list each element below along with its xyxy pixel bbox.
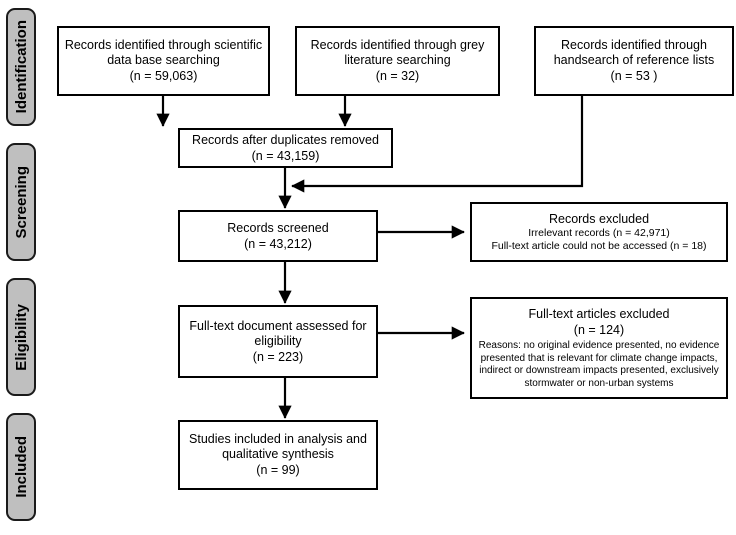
stage-tab-identification: Identification xyxy=(6,8,36,126)
node-grey-literature-search-count: (n = 32) xyxy=(375,69,420,83)
stage-tab-label-included: Included xyxy=(12,436,30,498)
node-duplicates-removed-title: Records after duplicates removed xyxy=(192,132,379,147)
node-studies-included-count: (n = 99) xyxy=(256,463,300,477)
node-fulltext-excluded: Full-text articles excluded (n = 124) Re… xyxy=(470,297,728,399)
node-grey-literature-search-title: Records identified through grey literatu… xyxy=(310,38,485,67)
node-fulltext-excluded-reasons: Reasons: no original evidence presented,… xyxy=(478,340,720,389)
node-records-screened-count: (n = 43,212) xyxy=(244,236,312,251)
node-studies-included: Studies included in analysis and qualita… xyxy=(178,420,378,490)
node-records-excluded-line1: Irrelevant records (n = 42,971) xyxy=(528,227,670,239)
node-handsearch-title: Records identified through handsearch of… xyxy=(553,38,715,67)
node-fulltext-assessed-title: Full-text document assessed for eligibil… xyxy=(189,318,367,348)
node-database-search-title: Records identified through scientific da… xyxy=(64,38,263,67)
node-fulltext-assessed-count: (n = 223) xyxy=(252,349,304,364)
node-grey-literature-search: Records identified through grey literatu… xyxy=(295,26,500,96)
stage-tab-label-screening: Screening xyxy=(12,165,30,239)
node-fulltext-excluded-count: (n = 124) xyxy=(573,323,625,337)
node-studies-included-title: Studies included in analysis and qualita… xyxy=(189,432,367,461)
stage-tab-screening: Screening xyxy=(6,143,36,261)
node-fulltext-excluded-title: Full-text articles excluded xyxy=(528,307,670,321)
node-handsearch-count: (n = 53 ) xyxy=(610,69,658,83)
node-records-screened: Records screened (n = 43,212) xyxy=(178,210,378,262)
node-handsearch: Records identified through handsearch of… xyxy=(534,26,734,96)
stage-tab-label-eligibility: Eligibility xyxy=(12,303,30,371)
node-database-search-count: (n = 59,063) xyxy=(129,69,198,83)
stage-tab-label-identification: Identification xyxy=(12,20,30,114)
stage-tab-included: Included xyxy=(6,413,36,521)
node-duplicates-removed: Records after duplicates removed (n = 43… xyxy=(178,128,393,168)
stage-tab-eligibility: Eligibility xyxy=(6,278,36,396)
node-records-screened-title: Records screened xyxy=(227,220,329,235)
node-database-search: Records identified through scientific da… xyxy=(57,26,270,96)
node-records-excluded-line2: Full-text article could not be accessed … xyxy=(491,240,707,252)
node-records-excluded: Records excluded Irrelevant records (n =… xyxy=(470,202,728,262)
node-records-excluded-title: Records excluded xyxy=(548,212,650,226)
node-duplicates-removed-count: (n = 43,159) xyxy=(251,148,320,163)
node-fulltext-assessed: Full-text document assessed for eligibil… xyxy=(178,305,378,378)
